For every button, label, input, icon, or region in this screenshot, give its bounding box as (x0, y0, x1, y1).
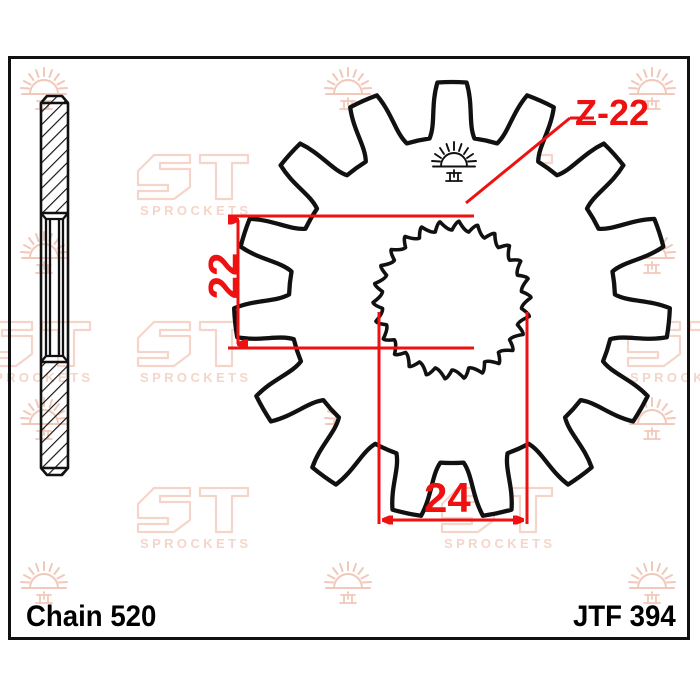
drawing-frame-border (8, 56, 690, 640)
leader-line-z22 (465, 116, 594, 205)
dimension-label-teeth: Z-22 (575, 92, 650, 133)
dimension-lines (228, 116, 594, 524)
dimension-label-height: 22 (199, 252, 247, 300)
side-view-hatch-top (41, 96, 68, 213)
jt-sunrise-logo-icon (431, 141, 477, 182)
part-number-label: JTF 394 (573, 600, 676, 633)
side-view-hub-bore (40, 212, 69, 363)
title-block: Chain 520 JTF 394 (8, 572, 690, 640)
spline-hub-outline (371, 219, 533, 381)
front-view (232, 79, 672, 518)
dimension-label-width: 24 (424, 474, 471, 521)
side-view-hatch-bottom (41, 362, 68, 475)
chain-size-label: Chain 520 (26, 600, 157, 633)
side-section-view (39, 94, 70, 477)
side-view-outline (39, 94, 70, 477)
